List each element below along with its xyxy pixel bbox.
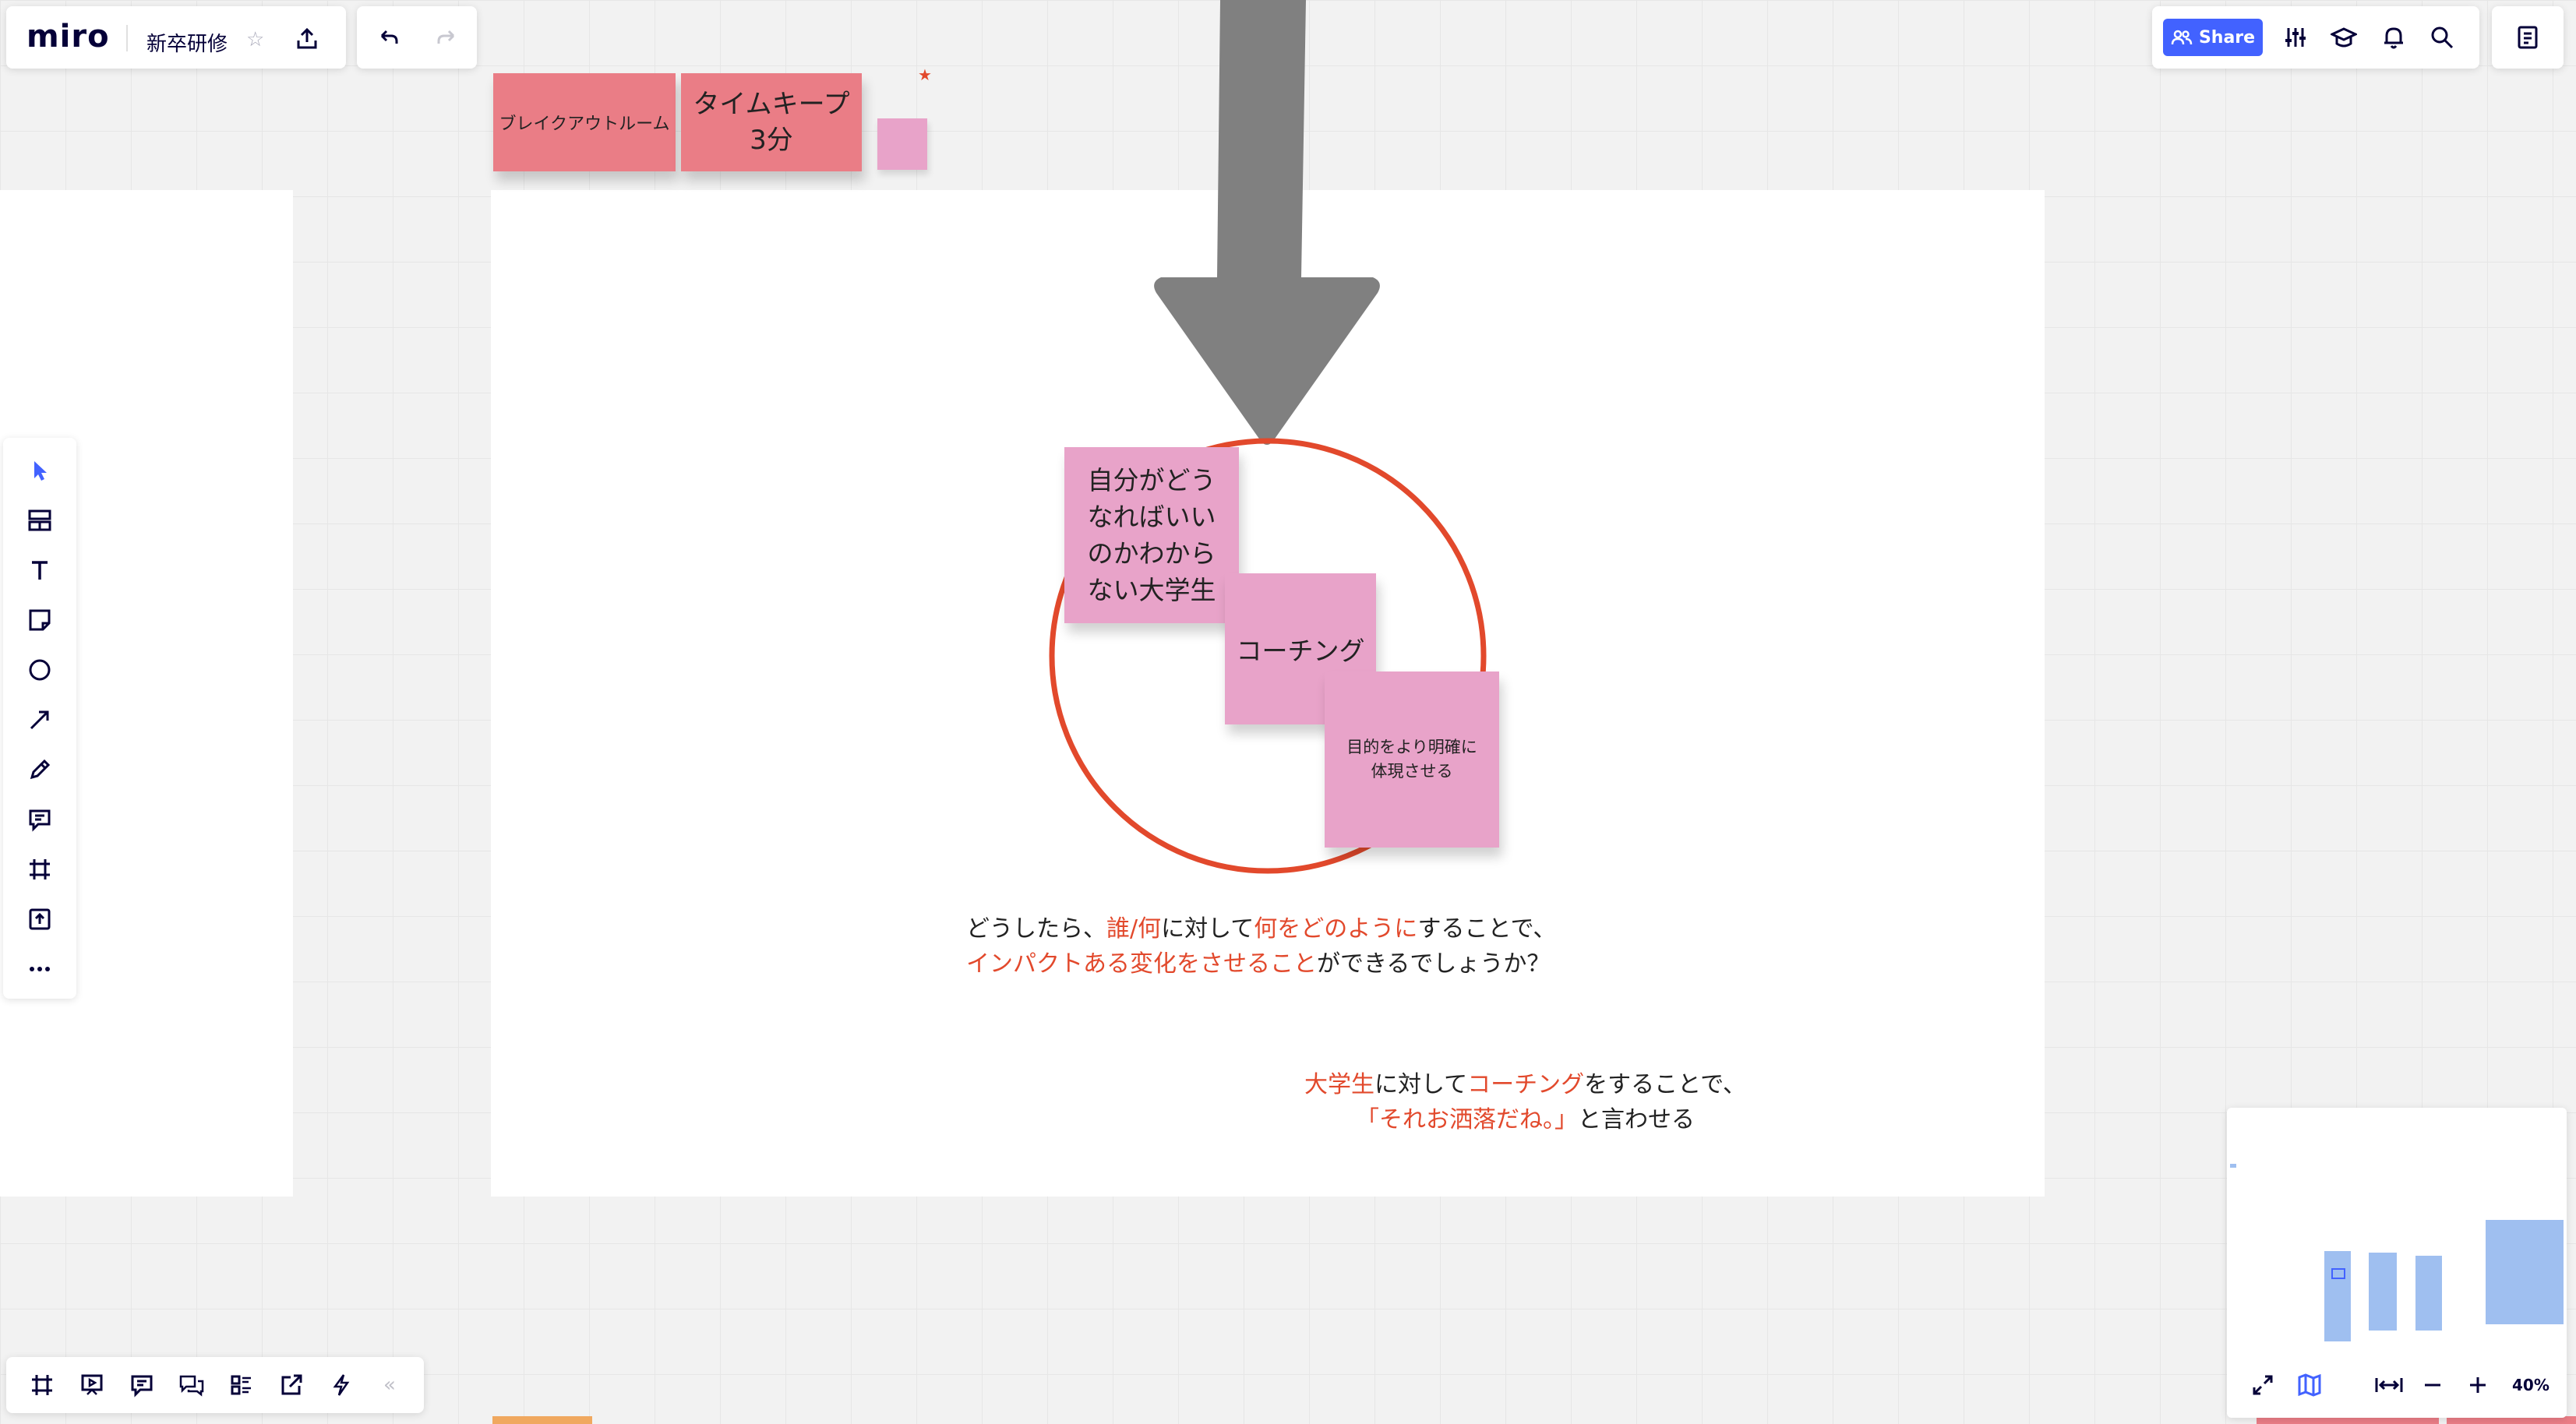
activity-button[interactable] — [318, 1357, 365, 1413]
offscreen-sticky-red-2[interactable] — [2447, 1416, 2576, 1424]
external-share-icon — [281, 1374, 302, 1395]
settings-sliders-icon[interactable] — [2280, 22, 2311, 53]
bell-icon[interactable] — [2378, 22, 2409, 53]
sticky-timekeep[interactable]: タイムキープ 3分 — [681, 73, 862, 171]
offscreen-sticky-orange[interactable] — [492, 1416, 592, 1424]
card-list-button[interactable] — [218, 1357, 265, 1413]
question-line-1: どうしたら、誰/何に対して何をどのようにすることで、 — [966, 915, 1557, 943]
minimap-panel: 40% — [2227, 1108, 2567, 1418]
templates-tool[interactable] — [3, 497, 76, 544]
sticky-note-tool[interactable] — [3, 597, 76, 643]
left-toolbar — [3, 438, 76, 999]
top-right-bar: Share — [2152, 6, 2479, 69]
minimap-frame-1 — [2324, 1251, 2351, 1341]
question-line-2: インパクトある変化をさせることができるでしょうか？ — [966, 950, 1551, 978]
share-button[interactable]: Share — [2163, 19, 2263, 56]
cursor-icon — [34, 461, 47, 481]
comment-icon — [131, 1375, 153, 1398]
frame-icon — [32, 1375, 52, 1395]
sticky-breakout-room[interactable]: ブレイクアウトルーム — [493, 73, 676, 171]
miro-logo[interactable]: miro — [26, 19, 110, 55]
connection-line-tool[interactable] — [3, 696, 76, 743]
minimap-viewport[interactable] — [2331, 1268, 2345, 1279]
undo-icon[interactable] — [372, 23, 404, 55]
fit-screen-icon[interactable] — [2247, 1369, 2278, 1401]
notes-panel-button[interactable] — [2492, 6, 2564, 69]
sticky-student[interactable]: 自分がどう なればいい のかわから ない大学生 — [1064, 447, 1239, 623]
frames-button[interactable] — [19, 1357, 65, 1413]
circle-icon — [29, 659, 51, 681]
zoom-out-icon[interactable] — [2417, 1369, 2448, 1401]
share-label: Share — [2198, 27, 2256, 48]
star-icon[interactable]: ☆ — [246, 28, 265, 51]
comment-icon — [29, 809, 51, 832]
more-dots-icon — [30, 967, 50, 971]
search-icon[interactable] — [2426, 22, 2458, 53]
board-title[interactable]: 新卒研修 — [146, 33, 228, 56]
zoom-in-icon[interactable] — [2462, 1369, 2493, 1401]
top-left-bar: miro 新卒研修 ☆ — [6, 6, 346, 69]
text-icon — [32, 561, 48, 580]
pen-icon — [30, 759, 51, 780]
chevrons-left-icon: « — [383, 1373, 396, 1397]
sticky-timekeep-text: タイムキープ 3分 — [693, 89, 850, 156]
sticky-small-pink[interactable] — [877, 118, 927, 170]
presentation-button[interactable] — [69, 1357, 115, 1413]
chat-button[interactable] — [168, 1357, 215, 1413]
answer-line-1: 大学生に対してコーチングをすることで、 — [1304, 1071, 1747, 1098]
minimap-frame-2 — [2369, 1253, 2397, 1331]
upload-tool[interactable] — [3, 896, 76, 943]
minimap[interactable] — [2227, 1108, 2567, 1341]
people-icon — [2171, 29, 2193, 46]
share-screen-button[interactable] — [268, 1357, 315, 1413]
templates-icon — [28, 509, 51, 531]
minimap-frame-4 — [2486, 1220, 2564, 1324]
divider — [126, 25, 128, 51]
offscreen-sticky-red[interactable] — [2257, 1416, 2439, 1424]
map-icon[interactable] — [2294, 1369, 2325, 1401]
collapse-toolbar-button[interactable]: « — [366, 1357, 413, 1413]
undo-redo-bar — [357, 6, 477, 69]
frame-icon — [30, 859, 50, 879]
question-text[interactable]: どうしたら、誰/何に対して何をどのようにすることで、 インパクトある変化をさせる… — [966, 911, 1556, 982]
redo-icon[interactable] — [432, 23, 463, 55]
notes-icon — [2512, 22, 2543, 53]
answer-text[interactable]: 大学生に対してコーチングをすることで、 「それお洒落だね。」と言わせる — [1304, 1067, 1746, 1137]
sticky-coaching-text: コーチング — [1236, 636, 1365, 666]
presentation-icon — [81, 1374, 103, 1395]
zoom-level[interactable]: 40% — [2512, 1376, 2550, 1394]
chat-icon — [179, 1375, 204, 1397]
sticky-student-text: 自分がどう なればいい のかわから ない大学生 — [1087, 465, 1216, 605]
more-tools[interactable] — [3, 946, 76, 992]
export-icon[interactable] — [291, 23, 323, 55]
sticky-note-icon — [29, 609, 51, 631]
comment-tool[interactable] — [3, 796, 76, 843]
text-tool[interactable] — [3, 547, 76, 594]
frame-tool[interactable] — [3, 846, 76, 893]
star-marker-icon: ★ — [918, 65, 932, 84]
lightning-icon — [333, 1374, 350, 1396]
answer-line-2: 「それお洒落だね。」と言わせる — [1356, 1106, 1695, 1133]
learning-hat-icon[interactable] — [2328, 22, 2359, 53]
pen-tool[interactable] — [3, 746, 76, 793]
shape-tool[interactable] — [3, 647, 76, 693]
sticky-breakout-room-text: ブレイクアウトルーム — [499, 115, 670, 134]
minimap-frame-3 — [2415, 1256, 2442, 1331]
sticky-purpose-text: 目的をより明確に 体現させる — [1346, 738, 1477, 781]
arrow-line-icon — [30, 710, 49, 730]
sticky-purpose[interactable]: 目的をより明確に 体現させる — [1325, 671, 1499, 848]
bottom-left-bar: « — [6, 1357, 424, 1413]
minimap-mark — [2230, 1164, 2236, 1168]
select-tool[interactable] — [3, 447, 76, 494]
comments-button[interactable] — [118, 1357, 165, 1413]
card-list-icon — [231, 1375, 251, 1395]
fit-width-icon[interactable] — [2372, 1369, 2406, 1401]
upload-icon — [29, 908, 51, 930]
